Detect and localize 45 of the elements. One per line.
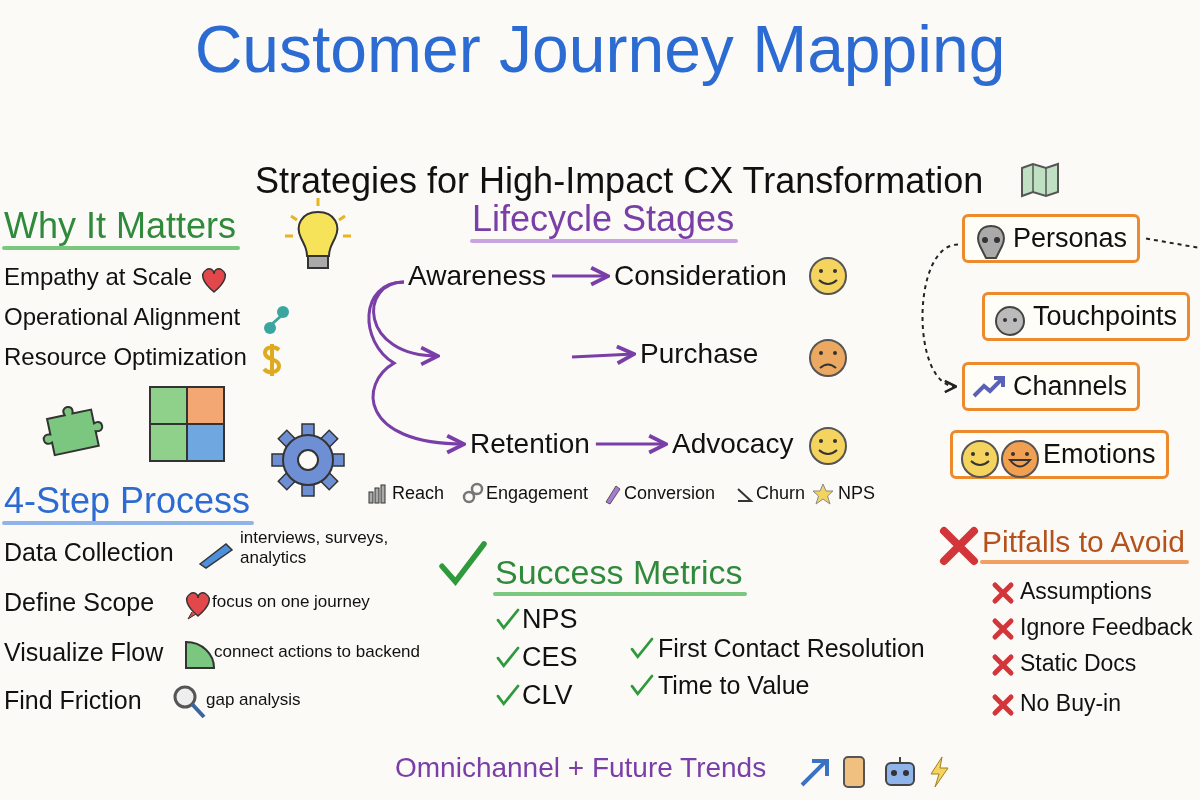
metric-label: NPS xyxy=(838,483,875,504)
category-box: Touchpoints xyxy=(982,292,1191,342)
list-item: First Contact Resolution xyxy=(658,634,925,663)
arrow xyxy=(921,243,959,391)
list-item: Resource Optimization xyxy=(4,343,247,371)
arrow xyxy=(367,280,466,454)
list-item: Operational Alignment xyxy=(4,303,241,331)
metric-label: Reach xyxy=(392,483,445,504)
metric-label: Engagement xyxy=(486,483,589,504)
stage-text: Consideration xyxy=(614,260,787,293)
step-item: Visualize Flow xyxy=(4,638,164,667)
arrow xyxy=(595,433,668,455)
category-box: Personas xyxy=(962,214,1141,264)
metric-label: Churn xyxy=(756,483,806,504)
list-item: No Buy-in xyxy=(1020,690,1121,717)
subtitle: Strategies for High-Impact CX Transformation xyxy=(255,160,984,202)
note-text: interviews, surveys, analytics xyxy=(240,528,390,568)
stage-text: Purchase xyxy=(640,338,759,371)
note-text: gap analysis xyxy=(206,690,301,710)
stage-text: Advocacy xyxy=(672,428,794,461)
list-item: Assumptions xyxy=(1020,578,1152,605)
step-item: Define Scope xyxy=(4,588,155,617)
list-item: NPS xyxy=(522,604,578,636)
title: Customer Journey Mapping xyxy=(193,12,1007,88)
section-heading: Success Metrics xyxy=(495,553,743,593)
step-item: Find Friction xyxy=(4,686,142,715)
stage-text: Awareness xyxy=(408,260,546,293)
metric-label: Conversion xyxy=(624,483,716,504)
list-item: Time to Value xyxy=(658,671,810,700)
list-item: CLV xyxy=(522,680,573,712)
stage-text: Retention xyxy=(470,428,590,461)
note-text: connect actions to backend xyxy=(214,642,421,662)
section-heading: 4-Step Process xyxy=(4,480,251,522)
list-item: Ignore Feedback xyxy=(1020,614,1193,641)
arrow xyxy=(571,344,636,366)
list-item: Static Docs xyxy=(1020,650,1137,677)
step-item: Data Collection xyxy=(4,538,174,567)
arrow xyxy=(552,265,610,287)
list-item: Empathy at Scale xyxy=(4,263,193,291)
note-text: focus on one journey xyxy=(212,592,370,612)
section-heading: Why It Matters xyxy=(4,205,237,247)
section-heading: Pitfalls to Avoid xyxy=(982,525,1185,560)
category-box: Channels xyxy=(962,362,1141,412)
footer-heading: Omnichannel + Future Trends xyxy=(395,752,767,785)
list-item: CES xyxy=(522,642,578,674)
